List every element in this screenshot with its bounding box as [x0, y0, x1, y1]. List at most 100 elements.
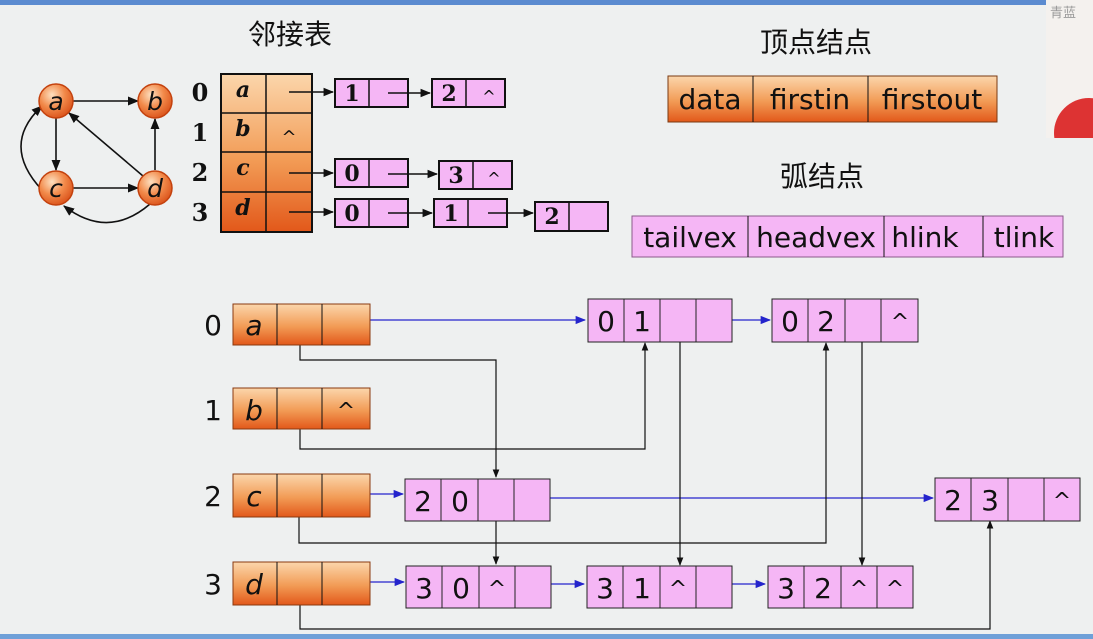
arc-3-1-tail: 3 [596, 572, 614, 605]
arc-3-0-hlink-null: ^ [488, 577, 506, 602]
ortho-head-a [232, 303, 371, 346]
adj-index-2: 2 [192, 158, 209, 187]
arc-node-3-0 [405, 565, 552, 609]
arc-2-0-head: 0 [451, 485, 469, 518]
ortho-arc-nodes [404, 298, 1081, 609]
vertex-c-label: c [49, 174, 63, 203]
ortho-index-1: 1 [204, 394, 222, 427]
arc-3-2-tlink-null: ^ [886, 577, 904, 602]
adj-node-0-1-val: 1 [344, 81, 359, 107]
arc-node-3-2 [767, 565, 914, 609]
edge-c-a-curve [20, 105, 43, 191]
vertex-a: a [38, 83, 74, 119]
ortho-index-0: 0 [204, 309, 222, 342]
field-tlink: tlink [994, 221, 1055, 254]
vertex-d: d [137, 170, 173, 206]
webcam-text: 青蓝 [1050, 6, 1077, 21]
window-top-bar [0, 0, 1093, 5]
arc-3-0-tail: 3 [415, 572, 433, 605]
edge-d-a [68, 112, 144, 177]
arc-2-3-head: 3 [981, 484, 999, 517]
adjacency-head-table: a b c d ^ [220, 73, 313, 233]
adj-node-2-0-val: 0 [344, 161, 359, 187]
arc-node-0-1 [587, 298, 733, 343]
arc-0-2-tlink-null: ^ [891, 310, 909, 335]
ortho-vertex-heads [232, 303, 371, 606]
adj-node-3-1-val: 1 [443, 201, 458, 227]
adj-node-2-3: 3 ^ [438, 160, 513, 190]
field-hlink: hlink [891, 221, 959, 254]
link-d-firstin [299, 520, 994, 630]
adjacency-indices: 0 1 2 3 [192, 78, 209, 227]
ortho-name-b: b [245, 394, 263, 427]
adj-name-a: a [236, 77, 250, 103]
field-firstin: firstin [770, 83, 850, 116]
graph-edges [20, 96, 160, 224]
adj-node-2-3-val: 3 [448, 163, 463, 189]
arc-3-0-head: 0 [452, 572, 470, 605]
adj-index-0: 0 [192, 78, 209, 107]
adj-node-0-2-val: 2 [441, 81, 456, 107]
ortho-texts: 0 1 2 3 a b c d ^ 0 1 0 2 ^ 2 0 2 3 ^ 3 … [204, 305, 1071, 605]
adj-node-0-2-null: ^ [482, 87, 495, 106]
vertex-b-label: b [147, 87, 163, 116]
vertex-c: c [38, 170, 74, 206]
adj-name-b: b [235, 116, 250, 142]
arc-3-2-tail: 3 [777, 572, 795, 605]
adj-node-3-0-val: 0 [344, 201, 359, 227]
arc-node-3-1 [586, 565, 733, 609]
field-headvex: headvex [756, 221, 876, 254]
adj-name-c: c [236, 155, 250, 181]
vertex-b: b [137, 83, 173, 119]
arc-3-2-head: 2 [814, 572, 832, 605]
ortho-head-b [232, 387, 371, 430]
webcam-overlay: 青蓝 [1046, 0, 1093, 138]
arc-0-2-head: 2 [817, 305, 835, 338]
ortho-index-3: 3 [204, 568, 222, 601]
adjacency-list: 0 1 2 3 a b c d ^ 1 2 [192, 73, 609, 233]
adj-null-b: ^ [281, 127, 296, 148]
vertex-a-label: a [48, 87, 63, 116]
arc-3-2-hlink-null: ^ [850, 577, 868, 602]
arc-3-1-head: 1 [633, 572, 651, 605]
adj-index-1: 1 [192, 118, 209, 147]
link-c-firstin [298, 342, 830, 544]
field-tailvex: tailvex [643, 221, 737, 254]
vertex-node-structure: data firstin firstout [667, 75, 998, 123]
adj-node-2-0: 0 [334, 158, 409, 188]
ortho-b-firstout-null: ^ [337, 399, 355, 424]
arc-0-2-tail: 0 [781, 305, 799, 338]
arc-2-0-tail: 2 [414, 485, 432, 518]
vertex-node-title: 顶点结点 [760, 26, 872, 59]
adjacency-list-title: 邻接表 [248, 18, 332, 51]
arc-node-title: 弧结点 [780, 160, 864, 193]
webcam-presenter [1054, 98, 1093, 138]
vertex-d-label: d [147, 174, 163, 203]
ortho-head-d [232, 561, 371, 606]
arc-node-2-3 [934, 477, 1081, 522]
ortho-name-c: c [246, 480, 262, 513]
ortho-index-2: 2 [204, 480, 222, 513]
adj-node-3-2-val: 2 [544, 204, 559, 230]
ortho-name-d: d [245, 568, 263, 601]
field-firstout: firstout [882, 83, 983, 116]
arc-node-structure: tailvex headvex hlink tlink [631, 215, 1064, 258]
digraph: a b c d [20, 83, 173, 224]
arc-2-3-tail: 2 [944, 484, 962, 517]
adj-name-d: d [235, 195, 250, 221]
arc-2-3-tlink-null: ^ [1053, 489, 1071, 514]
field-data: data [678, 83, 741, 116]
window-bottom-bar [0, 634, 1093, 639]
ortho-head-c [232, 473, 371, 518]
arc-node-0-2 [771, 298, 919, 343]
edge-d-c [63, 203, 151, 224]
adj-node-2-3-null: ^ [487, 169, 500, 188]
adj-node-0-2: 2 ^ [431, 78, 506, 108]
arc-0-1-tail: 0 [597, 305, 615, 338]
arc-0-1-head: 1 [633, 305, 651, 338]
arc-3-1-hlink-null: ^ [669, 577, 687, 602]
adj-node-3-2: 2 [534, 201, 609, 232]
ortho-name-a: a [245, 309, 262, 342]
adj-index-3: 3 [192, 198, 209, 227]
